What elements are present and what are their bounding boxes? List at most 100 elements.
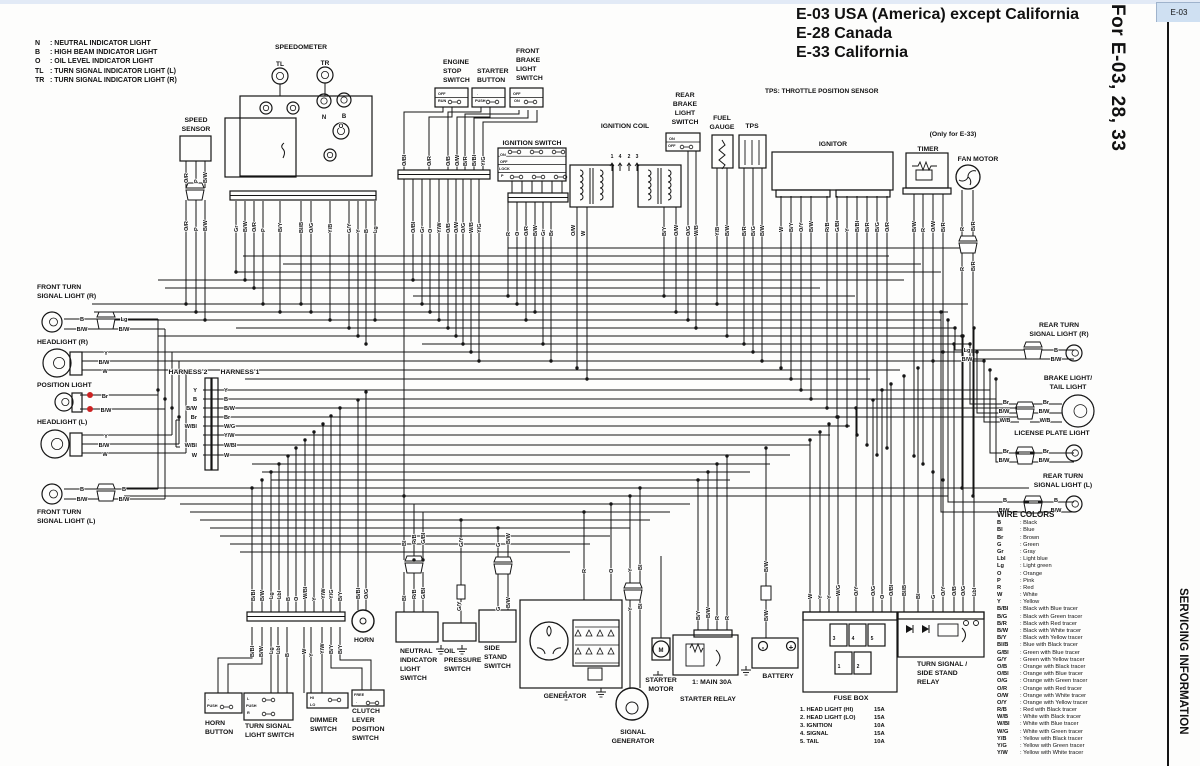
wire-label-lg: Lg: [269, 592, 275, 599]
label-rear: SWITCH: [672, 119, 699, 126]
wire-color-name: Red: [1020, 585, 1033, 592]
label-front: FRONT: [516, 48, 540, 55]
indicator-legend-row: OOIL LEVEL INDICATOR LIGHT: [35, 57, 177, 66]
wire-label-b-w: B/W: [260, 589, 266, 601]
indicator-code: N: [35, 40, 41, 47]
junction-dot: [931, 470, 935, 474]
wire-label-b-y: B/Y: [329, 644, 335, 654]
wire-label-y: Y: [193, 388, 197, 394]
junction-dot: [373, 318, 377, 322]
wire-color-code: B/Y: [997, 635, 1007, 642]
wire-label-w-bl: W/Bl: [303, 586, 309, 599]
junction-dot: [309, 310, 313, 314]
wire-label-br: Br: [549, 229, 555, 236]
wire-label-b-w: B/W: [259, 645, 265, 657]
wire-color-name: White: [1020, 592, 1038, 599]
wire-bend: [983, 361, 1019, 423]
wire-label-b: B: [286, 597, 292, 601]
indicator-name: TURN SIGNAL INDICATOR LIGHT (R): [50, 77, 177, 84]
diode-icon: [596, 629, 604, 637]
wire-label-b-w: B/W: [1039, 409, 1051, 415]
wire-bend: [473, 110, 529, 170]
junction-dot: [261, 302, 265, 306]
wire-color-code: W/G: [997, 728, 1009, 735]
wire-bend: [482, 110, 538, 170]
dimmer-switch-outline: [306, 692, 349, 709]
wire-label-b-bl: B/Bl: [472, 154, 478, 166]
headlight-r-bulb-icon: [53, 356, 66, 369]
junction-dot: [412, 558, 416, 562]
wire-label-o: O: [609, 568, 615, 573]
wire-label-o-g: O/G: [961, 586, 967, 596]
fuse-4-outline: [848, 623, 867, 647]
wire-color-row: G/YGreen with Yellow tracer: [997, 657, 1177, 664]
contact-icon: [261, 711, 267, 717]
contact-icon: [228, 704, 234, 710]
front-turn-signal-r-bulb-icon: [49, 317, 58, 327]
wire-color-row: O/WOrange with White tracer: [997, 693, 1177, 700]
harness-2-connector: [204, 377, 212, 471]
label-front: LIGHT: [516, 66, 537, 73]
wire-label-o-r: O/R: [252, 222, 258, 232]
coil-winding-icon: [647, 169, 652, 201]
wire-label-g-bl: G/Bl: [421, 532, 427, 544]
wire-color-row: B/BlBlack with Blue tracer: [997, 606, 1177, 613]
junction-dot: [628, 494, 632, 498]
label-horn: HORN: [354, 637, 374, 644]
wire-label-w: W: [224, 453, 230, 459]
wire-color-name: Orange with Green tracer: [1020, 678, 1087, 685]
starter-motor-icon: [652, 640, 670, 658]
wire-color-code: O/B: [997, 663, 1008, 670]
junction-dot: [402, 494, 406, 498]
wire-color-row: BBlack: [997, 520, 1177, 527]
stator-coil-icon: [536, 647, 546, 655]
ts-relay-contact-icon: [961, 627, 966, 643]
fuse-amp: 15A: [874, 731, 885, 737]
wire-label-2: 2: [628, 154, 631, 160]
label-harness-2: HARNESS 2: [169, 369, 208, 376]
diode-icon: [574, 629, 582, 637]
wire-label-r: R: [960, 227, 966, 231]
wire-color-code: Lg: [997, 563, 1004, 570]
wire-label-b-w: B/W: [912, 220, 918, 232]
title-line-1: E-03 USA (America) except California: [796, 6, 1080, 23]
wire-label-w-b: W/B: [1040, 418, 1051, 424]
wire-color-name: Orange with Yellow tracer: [1020, 700, 1088, 707]
coil-winding-icon: [667, 169, 672, 201]
coil-arrow-head: [626, 162, 632, 167]
battery-terminal-neg-icon: [757, 640, 769, 652]
wire-color-name: White with Green tracer: [1020, 729, 1083, 736]
label-neutral: LIGHT: [400, 666, 421, 673]
switch-pos-off: OFF: [500, 160, 508, 164]
wire-label-b-w: B/W: [224, 406, 236, 412]
wire-label-g-bl: G/Bl: [421, 587, 427, 599]
label-horn: BUTTON: [205, 729, 233, 736]
junction-dot: [889, 382, 893, 386]
wire-label-b-bl: B/Bl: [855, 220, 861, 232]
label-side: STAND: [484, 654, 507, 661]
fuse-row: 1. HEAD LIGHT (HI)15A: [800, 706, 885, 714]
wire-bend: [217, 627, 253, 693]
front-turn-signal-l-bulb-icon: [41, 483, 63, 505]
stator-icon: [529, 621, 569, 661]
wire-color-name: Orange with Blue tracer: [1020, 671, 1083, 678]
wire-label-b-g: B/G: [751, 226, 757, 236]
wire-label-y: Y: [356, 229, 362, 233]
contact-icon: [336, 697, 342, 703]
label-starter: MOTOR: [648, 686, 673, 693]
wire-color-code: O/G: [997, 678, 1008, 685]
wire-color-row: Bl/BBlue with Black tracer: [997, 642, 1177, 649]
position-light-conn-outline: [71, 392, 83, 413]
page-tab[interactable]: E-03: [1156, 2, 1200, 22]
junction-dot: [696, 478, 700, 482]
wire-label-b: B: [285, 653, 291, 657]
wire-label-o-r: O/R: [524, 226, 530, 236]
junction-dot: [694, 326, 698, 330]
junction-dot: [461, 342, 465, 346]
starter-relay-coil-box: [685, 643, 705, 667]
junction-dot: [952, 342, 956, 346]
stator-coil-icon: [552, 647, 562, 655]
